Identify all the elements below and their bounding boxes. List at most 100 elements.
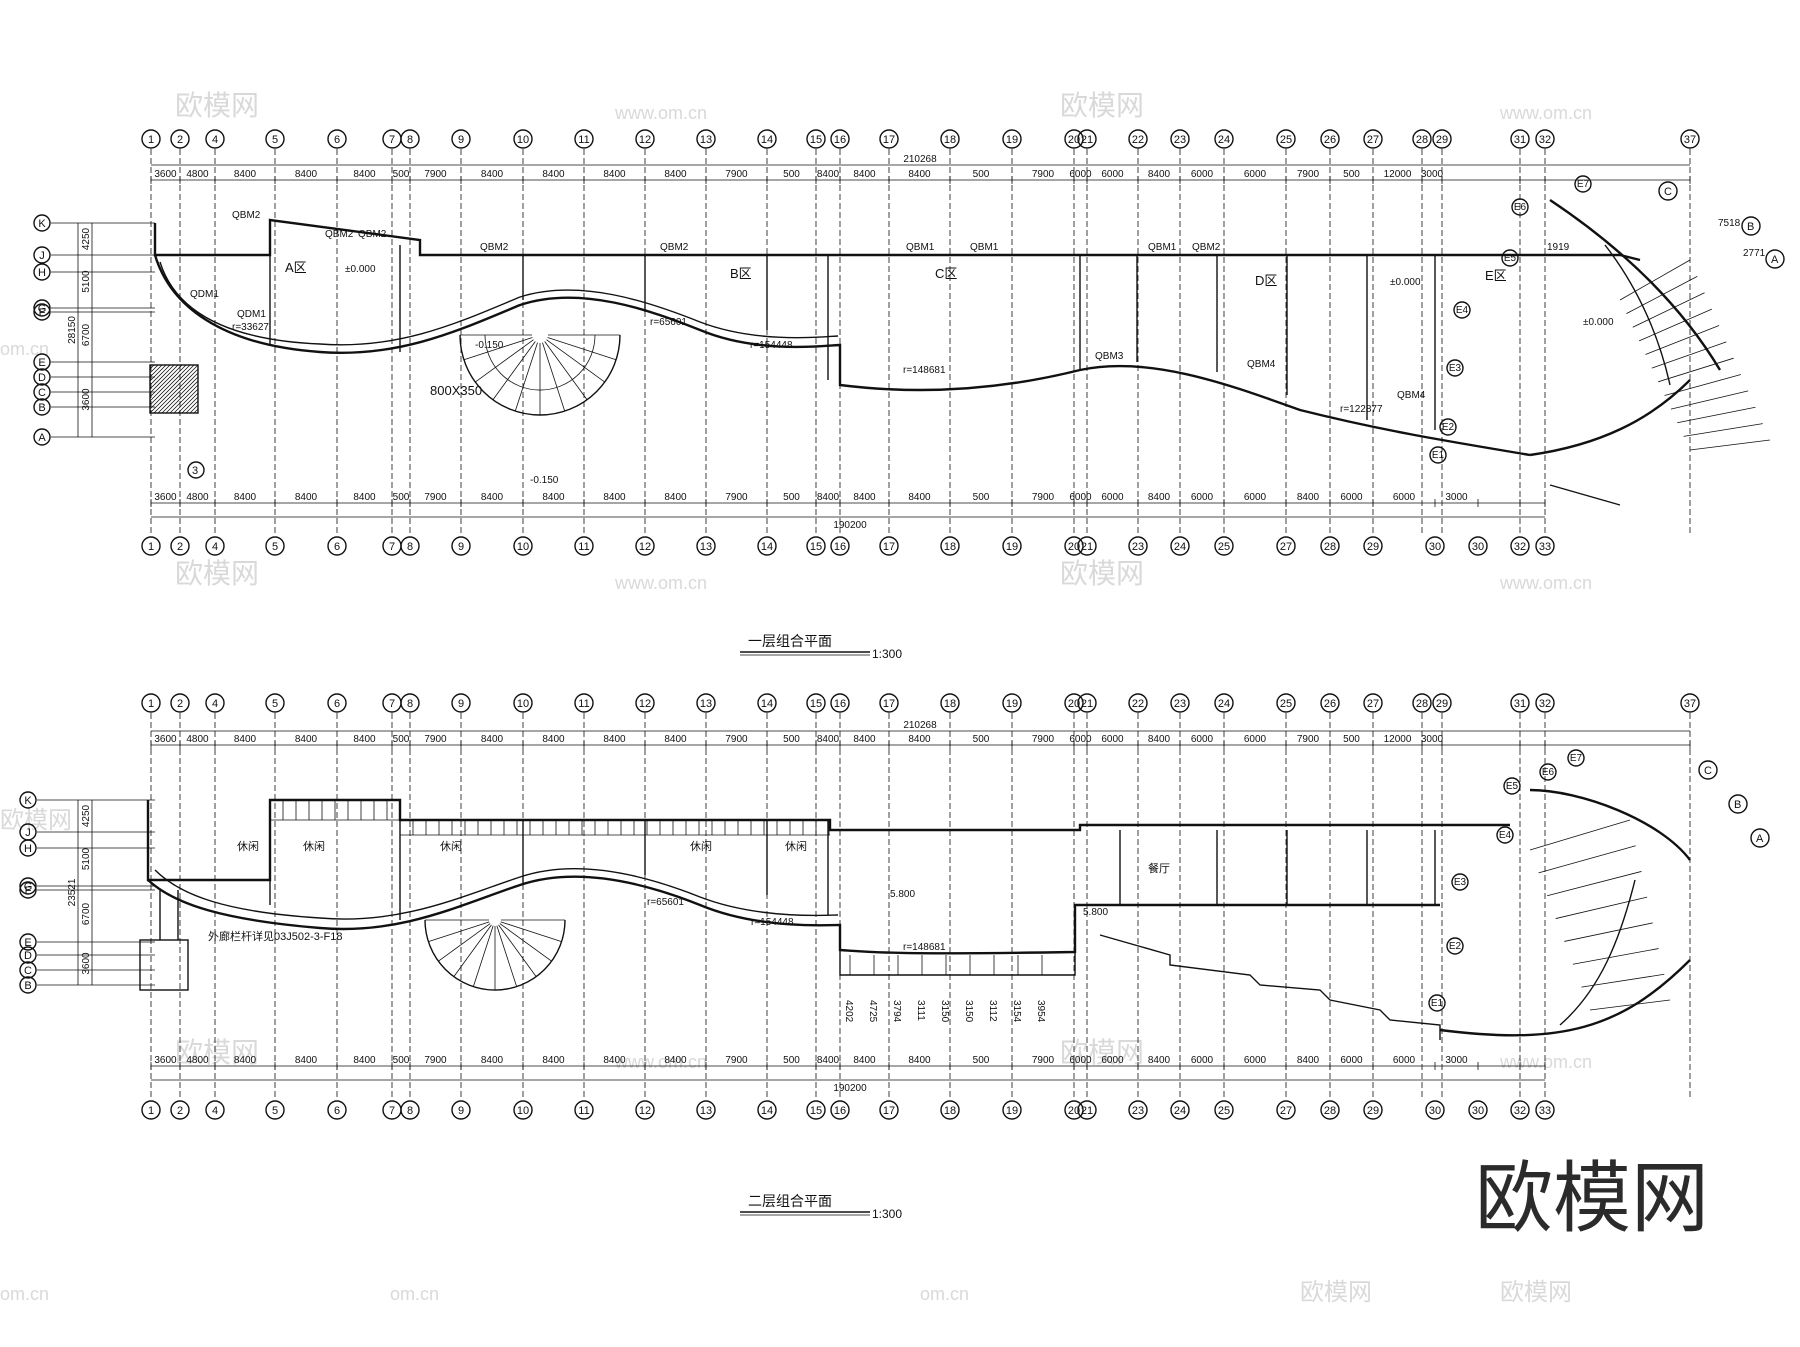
zone-label: A区: [285, 260, 307, 275]
dimension-value: 8400: [234, 492, 257, 503]
axis-number: 29: [1367, 541, 1379, 553]
axis-bubble: [1698, 760, 1718, 780]
axis-number: 1: [148, 698, 154, 710]
dimension-value: 7900: [424, 734, 447, 745]
radius-label: r=122877: [1340, 404, 1383, 415]
axis-number: 30: [1472, 541, 1484, 553]
dimension-value: 8400: [664, 1055, 687, 1066]
axis-bubble: [205, 129, 225, 149]
axis-number: E2: [1449, 941, 1462, 952]
axis-bubble: [33, 303, 51, 321]
watermark-site: www.om.cn: [614, 1052, 707, 1072]
axis-number: 28: [1324, 541, 1336, 553]
door-tag: QBM1: [1148, 242, 1177, 253]
axis-bubble: [1412, 129, 1432, 149]
axis-bubble: [830, 693, 850, 713]
dimension-value: 8400: [853, 492, 876, 503]
dimension-value: 3600: [154, 492, 177, 503]
dimension-value: 500: [393, 492, 410, 503]
axis-number: 31: [1514, 134, 1526, 146]
axis-bubble: [400, 1100, 420, 1120]
axis-bubble: [141, 536, 161, 556]
axis-number: 21: [1081, 541, 1093, 553]
axis-number: 8: [407, 698, 413, 710]
axis-number: 4: [212, 1105, 218, 1117]
axis-bubble: [1064, 129, 1084, 149]
axis-bubble: [1446, 937, 1464, 955]
total-dimension: 28150: [67, 316, 78, 344]
axis-number: E1: [1431, 998, 1444, 1009]
dimension-value: 6000: [1340, 492, 1363, 503]
axis-number: E2: [1442, 422, 1455, 433]
axis-bubble: [1002, 693, 1022, 713]
building-outline-floor-1: [149, 199, 1771, 506]
dimension-value: 7900: [1032, 1055, 1055, 1066]
axis-bubble: [327, 1100, 347, 1120]
dimension-value: 8400: [1148, 734, 1171, 745]
axis-number: 20: [1068, 1105, 1080, 1117]
watermark-brand: 欧模网: [175, 1037, 259, 1068]
dimension-value: 3600: [154, 1055, 177, 1066]
axis-bubble: [1363, 536, 1383, 556]
dimension-value: 7900: [725, 169, 748, 180]
dimension-value: 3000: [1421, 734, 1444, 745]
axis-bubble: [451, 129, 471, 149]
axis-number: 31: [1514, 698, 1526, 710]
dimension-value: 500: [393, 734, 410, 745]
axis-number: 25: [1280, 698, 1292, 710]
axis-bubble-label: A: [1756, 833, 1764, 845]
axis-letter: B: [38, 402, 45, 414]
axis-number: 15: [810, 541, 822, 553]
axis-number: 28: [1416, 698, 1428, 710]
axis-number: 25: [1218, 1105, 1230, 1117]
axis-bubble: [1064, 693, 1084, 713]
dimension-value: 6000: [1069, 492, 1092, 503]
axis-number: 9: [458, 134, 464, 146]
axis-bubble-label: C: [1704, 765, 1712, 777]
axis-number: 17: [883, 698, 895, 710]
axis-bubble: [19, 881, 37, 899]
dimension-value: 8400: [353, 1055, 376, 1066]
axis-number: 13: [700, 134, 712, 146]
bay-dimension: 3112: [987, 1000, 998, 1022]
axis-number: 4: [212, 698, 218, 710]
radius-label: r=154448: [750, 340, 793, 351]
axis-bubble: [1320, 693, 1340, 713]
dimension-value: 4800: [186, 169, 209, 180]
room-label: 餐厅: [1148, 861, 1170, 875]
dimension-value: 500: [393, 1055, 410, 1066]
axis-number: 4: [212, 541, 218, 553]
dimension-value: 8400: [481, 169, 504, 180]
total-dimension: 23521: [67, 878, 78, 906]
elevation-label: -0.150: [475, 340, 504, 351]
bay-dimension: 4202: [843, 1000, 854, 1023]
dimension-value: 6700: [81, 323, 92, 346]
axis-bubble: [451, 536, 471, 556]
axis-bubble: [940, 1100, 960, 1120]
axis-number: 5: [272, 698, 278, 710]
dimension-value: 8400: [542, 492, 565, 503]
axis-letter: D: [24, 950, 32, 962]
axis-number: E6: [1514, 202, 1527, 213]
axis-bubble-label: B: [1747, 221, 1754, 233]
axis-number: 15: [810, 698, 822, 710]
dimension-value: 3000: [1445, 492, 1468, 503]
axis-bubble: [1510, 536, 1530, 556]
axis-number: 29: [1367, 1105, 1379, 1117]
axis-number: 24: [1174, 1105, 1186, 1117]
brand-logo: 欧模网: [1475, 1154, 1709, 1244]
room-label: 休闲: [237, 839, 259, 853]
axis-bubble: [879, 536, 899, 556]
axis-number: 18: [944, 698, 956, 710]
watermark-site: om.cn: [920, 1284, 969, 1304]
plan-title-floor-1: 一层组合平面 1:300: [740, 634, 902, 661]
dimension-value: 7900: [1032, 492, 1055, 503]
axis-number: 13: [700, 541, 712, 553]
axis-bubble: [830, 129, 850, 149]
bay-dimension: 3954: [1035, 1000, 1046, 1023]
dimension-value: 8400: [542, 734, 565, 745]
axis-number: 2: [177, 1105, 183, 1117]
axis-bubble: [1320, 1100, 1340, 1120]
axis-number: 14: [761, 1105, 773, 1117]
axis-number: 24: [1218, 698, 1230, 710]
